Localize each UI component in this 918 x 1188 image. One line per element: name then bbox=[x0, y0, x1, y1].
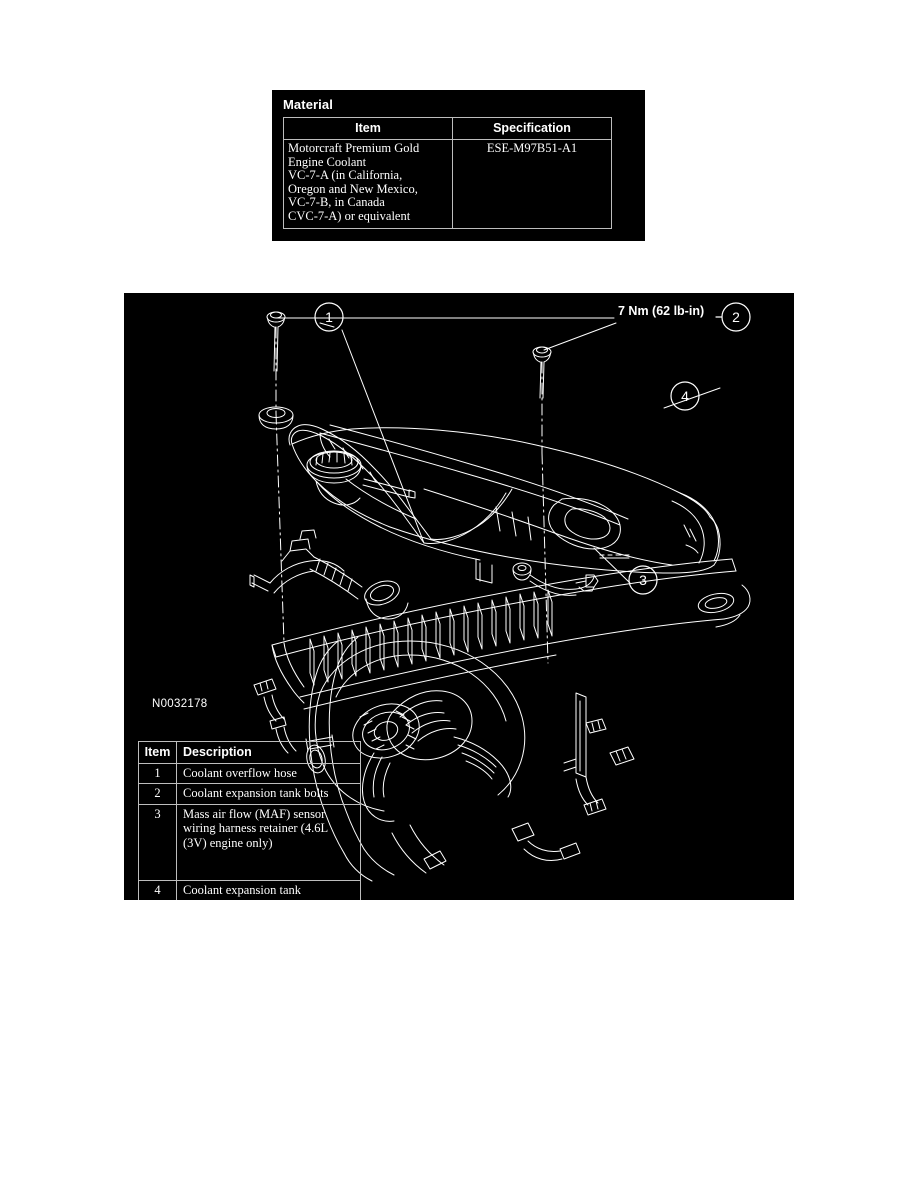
coolant-overflow-hose bbox=[288, 424, 513, 544]
tank-lower-mounting-tab bbox=[475, 558, 532, 584]
material-table: Item Specification Motorcraft Premium Go… bbox=[283, 117, 612, 229]
table-row: 4 Coolant expansion tank bbox=[138, 880, 361, 900]
expansion-tank-bolt-a bbox=[266, 311, 286, 644]
table-row: 1 Coolant overflow hose bbox=[138, 762, 361, 785]
material-specification-panel: Material Item Specification Motorcraft P… bbox=[272, 90, 645, 241]
table-row: 3 Mass air flow (MAF) sensor wiring harn… bbox=[138, 803, 361, 882]
parts-item-description: Coolant expansion tank bolts bbox=[176, 783, 361, 805]
material-item-line: CVC-7-A) or equivalent bbox=[288, 208, 411, 223]
callout-number-2: 2 bbox=[732, 309, 740, 325]
expansion-tank-cap bbox=[306, 450, 362, 506]
material-heading: Material bbox=[283, 97, 333, 112]
coolant-expansion-tank bbox=[291, 424, 721, 584]
parts-item-description: Mass air flow (MAF) sensor wiring harnes… bbox=[176, 803, 361, 882]
maf-wiring-harness-retainer bbox=[529, 574, 599, 596]
fan-motor-hub bbox=[352, 703, 420, 759]
material-item-line: Oregon and New Mexico, bbox=[288, 181, 418, 196]
intake-manifold-assembly bbox=[249, 529, 409, 754]
drawing-reference-number: N0032178 bbox=[152, 698, 208, 710]
material-item-line: Motorcraft Premium Gold bbox=[288, 141, 420, 155]
callout-number-3: 3 bbox=[639, 572, 647, 588]
callout-circle-4 bbox=[670, 381, 700, 411]
tank-mounting-grommet bbox=[258, 406, 294, 430]
radiator-core-fins bbox=[309, 589, 553, 686]
leader-line-callout-1 bbox=[319, 322, 425, 544]
material-table-row: Motorcraft Premium Gold Engine Coolant V… bbox=[283, 139, 612, 229]
parts-item-number: 1 bbox=[138, 762, 177, 785]
cooling-fan-blades bbox=[361, 690, 512, 822]
description-line: (3V) engine only) bbox=[183, 835, 273, 850]
parts-column-description: Description bbox=[176, 741, 361, 764]
material-item-line: VC-7-B, in Canada bbox=[288, 195, 385, 210]
material-item-line: VC-7-A (in California, bbox=[288, 168, 403, 183]
tank-outlet-spigot bbox=[362, 478, 416, 499]
description-line: Coolant expansion tank bbox=[183, 883, 302, 898]
material-item-line: Engine Coolant bbox=[288, 154, 367, 169]
component-illustration-panel: 1 2 4 3 7 Nm (62 lb-in) N0032178 Item De… bbox=[124, 293, 794, 900]
callout-circle-3 bbox=[628, 565, 658, 595]
table-row: 2 Coolant expansion tank bolts bbox=[138, 783, 361, 805]
material-specification-cell: ESE-M97B51-A1 bbox=[452, 139, 612, 229]
callout-number-1: 1 bbox=[325, 309, 333, 325]
description-line: Coolant overflow hose bbox=[183, 766, 297, 780]
right-side-mounting-brackets bbox=[511, 692, 635, 862]
parts-item-description: Coolant expansion tank bbox=[176, 880, 361, 900]
material-column-item: Item bbox=[283, 117, 453, 140]
material-item-cell: Motorcraft Premium Gold Engine Coolant V… bbox=[283, 139, 453, 229]
expansion-tank-bolt-b bbox=[532, 346, 552, 664]
parts-legend-table: Item Description 1 Coolant overflow hose… bbox=[138, 741, 361, 900]
leader-line-callout-3 bbox=[593, 547, 631, 584]
material-table-header-row: Item Specification bbox=[283, 117, 612, 140]
description-line: wiring harness retainer (4.6L bbox=[183, 821, 329, 836]
parts-item-number: 3 bbox=[138, 803, 177, 882]
torque-specification-label: 7 Nm (62 lb-in) bbox=[618, 304, 705, 318]
radiator-assembly bbox=[271, 558, 751, 822]
callout-circle-1 bbox=[314, 302, 344, 332]
coolant-expansion-tank-diagram: 1 2 4 3 bbox=[249, 302, 751, 882]
description-line: Coolant expansion tank bolts bbox=[183, 786, 329, 801]
parts-column-item: Item bbox=[138, 741, 177, 764]
parts-item-number: 2 bbox=[138, 783, 177, 805]
callout-markers bbox=[314, 302, 751, 595]
description-line: Mass air flow (MAF) sensor bbox=[183, 806, 326, 821]
leader-line-torque-bolt-b bbox=[543, 322, 617, 351]
callout-number-4: 4 bbox=[681, 388, 689, 404]
parts-legend-wrapper: Item Description 1 Coolant overflow hose… bbox=[138, 741, 362, 900]
parts-item-number: 4 bbox=[138, 880, 177, 900]
parts-item-description: Coolant overflow hose bbox=[176, 762, 361, 785]
parts-table-header-row: Item Description bbox=[138, 741, 361, 764]
material-column-specification: Specification bbox=[452, 117, 612, 140]
